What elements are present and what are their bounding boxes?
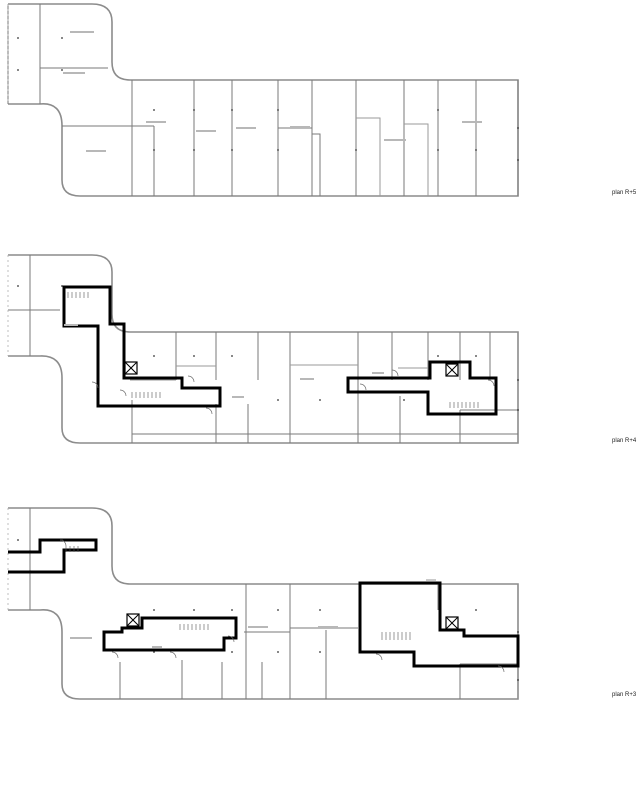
plan-r5-room-steps: [356, 117, 429, 196]
plan-r4-aux-walls: [130, 364, 428, 381]
plan-r3-stairs: [65, 546, 411, 640]
plan-r4-columns: [17, 285, 519, 411]
plan-r5-drawing: [7, 3, 519, 197]
plan-r4-inner-walls: [8, 255, 518, 443]
plan-r5-label: plan R+5: [612, 190, 637, 196]
plan-r5-columns: [17, 37, 519, 161]
plan-r4-elevator-left: [124, 361, 138, 375]
plan-r3-elevator-right: [445, 616, 459, 630]
plan-r3-drawing: [7, 507, 520, 700]
plan-r4-doors: [91, 369, 495, 415]
plan-r3-room-tags: [70, 626, 338, 648]
plan-r4-elevator-right: [445, 363, 459, 377]
plan-r3-circulation-top: [8, 538, 98, 574]
plan-r5-room-tags: [63, 31, 482, 152]
plan-r3-circulation-right: [358, 581, 520, 668]
plan-r3-elevator-left: [126, 613, 140, 627]
plan-r3-label: plan R+3: [612, 692, 637, 698]
plan-r4-circulation-left: [62, 285, 222, 408]
plan-r4-label: plan R+4: [612, 438, 637, 444]
plan-r4-outer-wall: [8, 254, 519, 444]
plan-r4-drawing: [7, 254, 519, 444]
plan-r3-columns: [17, 539, 519, 681]
plan-r4-stairs: [67, 292, 479, 408]
plan-r3-doors: [59, 539, 505, 673]
plan-r4-room-tags: [64, 324, 384, 398]
plan-r3-circulation-left: [102, 616, 238, 652]
plan-r4-circulation-right: [346, 360, 498, 416]
